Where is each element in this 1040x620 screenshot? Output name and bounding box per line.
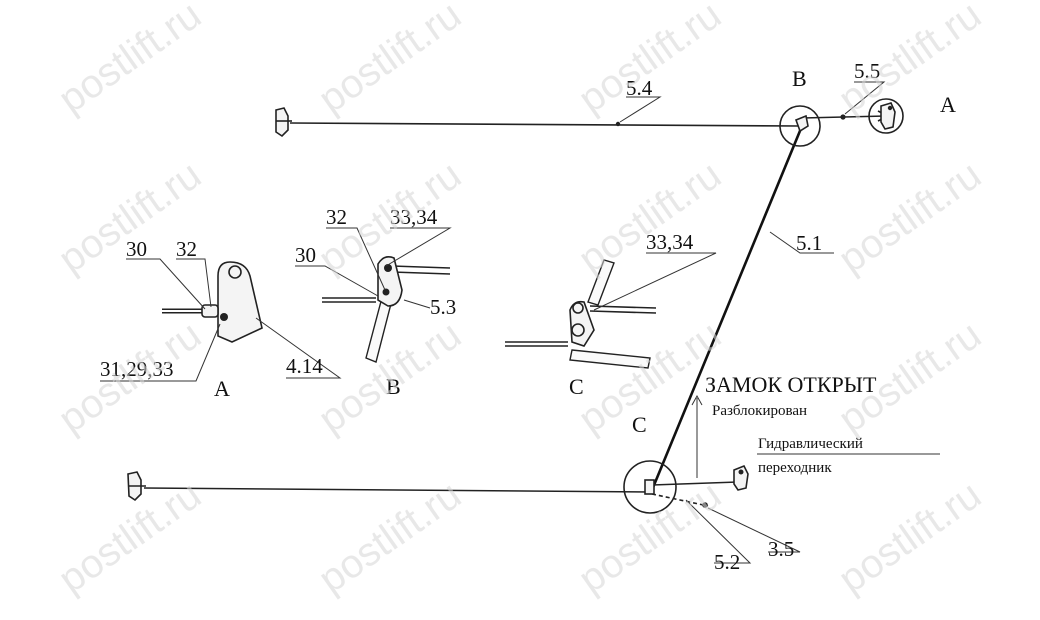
detail-circle-b [779,105,821,147]
main-leaders [619,81,940,564]
unlocked-label: Разблокирован [712,403,807,419]
callout-5-2: 5.2 [714,550,740,574]
callout-4-14: 4.14 [286,354,323,378]
callout-33-34-c: 33,34 [646,230,694,254]
unlock-direction-arrow [691,394,703,478]
detail-label-a: A [214,376,230,401]
detail-label-c: C [569,374,584,399]
watermark-text: postlift.ru [311,0,469,122]
detail-a-leaders [100,258,342,382]
callout-5-4: 5.4 [626,76,653,100]
hydraulic-adapter-label-line1: Гидравлический [758,436,863,452]
circle-label-c: C [632,412,647,437]
callout-32-a: 32 [176,237,197,261]
end-label-a: A [940,92,956,117]
detail-circle-a [868,98,904,134]
callout-32-b: 32 [326,205,347,229]
watermark-text: postlift.ru [51,313,209,442]
callout-5-1: 5.1 [796,231,822,255]
callout-30-a: 30 [126,237,147,261]
detail-a-assembly [162,261,263,343]
callout-5-3: 5.3 [430,295,456,319]
detail-circle-c [623,460,677,514]
watermark-text: postlift.ru [51,0,209,122]
detail-b-leaders [295,227,452,309]
watermark-text: postlift.ru [311,473,469,602]
hydraulic-adapter [651,464,749,491]
detail-c-leaders [593,252,717,311]
callout-5-5: 5.5 [854,59,880,83]
top-left-anchor [275,107,292,138]
lock-state-label: ЗАМОК ОТКРЫТ [705,372,877,397]
watermark-text: postlift.ru [51,153,209,282]
callout-33-34-b: 33,34 [390,205,438,229]
callout-30-b: 30 [295,243,316,267]
detail-label-b: B [386,374,401,399]
hydraulic-adapter-label-line2: переходник [758,460,832,476]
watermark-text: postlift.ru [831,473,989,602]
callout-31-29-33: 31,29,33 [100,357,174,381]
detail-b-assembly [322,256,451,363]
watermark-text: postlift.ru [571,153,729,282]
circle-label-b: B [792,66,807,91]
watermark-text: postlift.ru [311,313,469,442]
bottom-left-anchor [127,471,146,502]
callout-3-5: 3.5 [768,537,794,561]
top-cable [289,121,801,127]
watermark-text: postlift.ru [831,153,989,282]
bottom-cable [143,487,653,493]
watermark-layer: postlift.ru postlift.ru postlift.ru postlif… [51,0,989,602]
diagonal-cable [650,125,804,491]
lower-short-cable [651,493,709,508]
detail-c-assembly [505,259,657,369]
